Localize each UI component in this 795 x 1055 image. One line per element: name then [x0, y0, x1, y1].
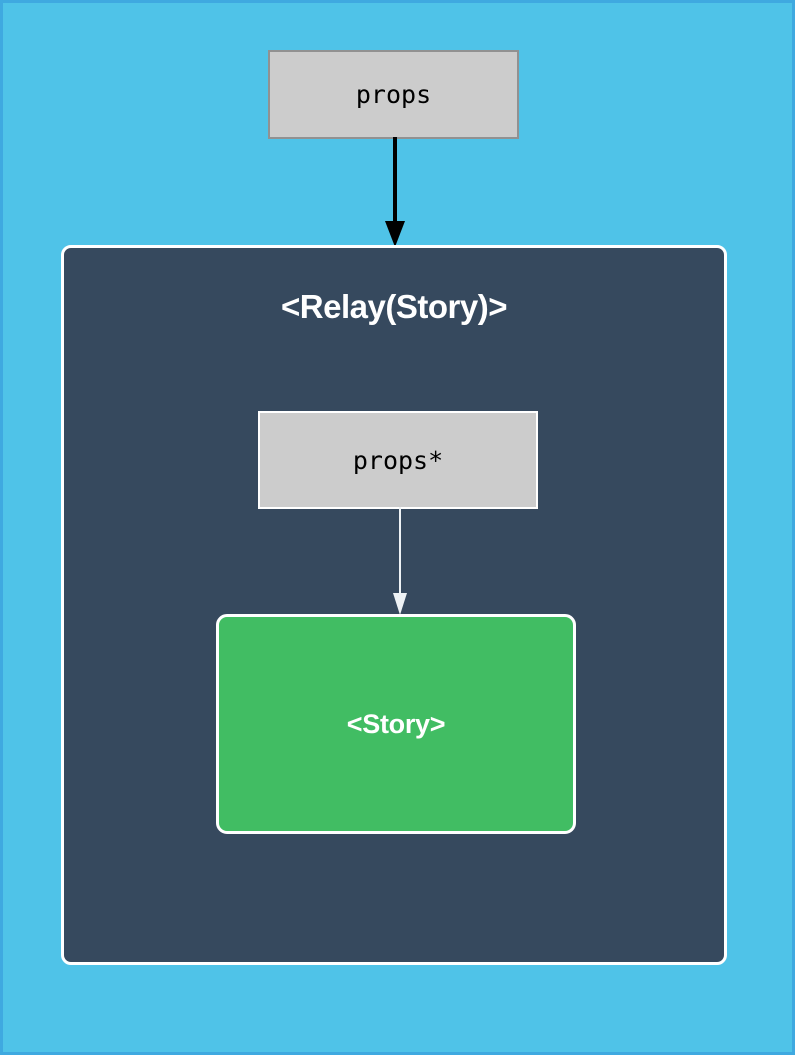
node-story[interactable]: <Story> — [216, 614, 576, 834]
node-props-star-label: props* — [352, 445, 444, 475]
container-relay-story-title: <Relay(Story)> — [281, 288, 507, 325]
container-relay-story[interactable]: <Relay(Story)> props* <Story> — [61, 245, 727, 965]
arrow-props-to-relay — [385, 137, 405, 247]
node-props-label: props — [355, 80, 432, 109]
node-props[interactable]: props — [268, 50, 519, 139]
node-props-star[interactable]: props* — [258, 411, 538, 509]
node-story-label: <Story> — [346, 708, 446, 739]
arrow-props-star-to-story — [393, 507, 407, 615]
